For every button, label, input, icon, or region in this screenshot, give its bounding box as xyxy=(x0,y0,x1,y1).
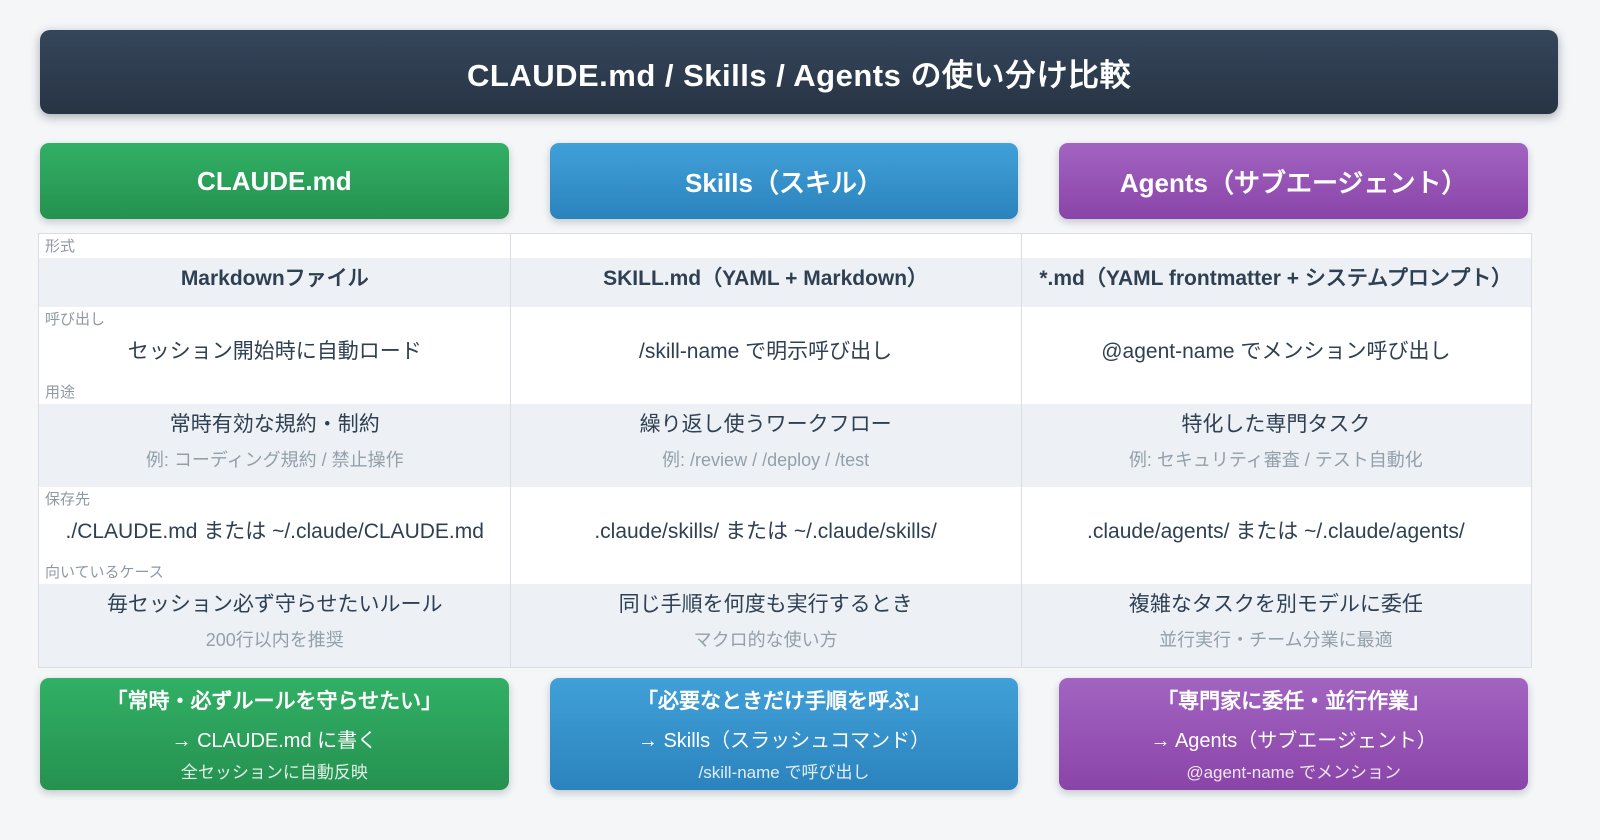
column-header-label: CLAUDE.md xyxy=(197,165,352,196)
table-cell: Markdownファイル xyxy=(39,265,510,292)
row-label: 保存先 xyxy=(45,491,91,508)
table-cell: 常時有効な規約・制約 例: コーディング規約 / 禁止操作 xyxy=(39,411,510,472)
cell-sub: 並行実行・チーム分業に最適 xyxy=(1159,630,1393,650)
cell-main: *.md（YAML frontmatter + システムプロンプト） xyxy=(1039,267,1513,290)
column-divider xyxy=(1020,234,1022,667)
summary-action: → Skills（スラッシュコマンド） xyxy=(637,730,931,752)
row-body: セッション開始時に自動ロード /skill-name で明示呼び出し @agen… xyxy=(39,331,1531,380)
cell-main: @agent-name でメンション呼び出し xyxy=(1101,340,1451,363)
cell-main: Markdownファイル xyxy=(180,267,369,290)
cell-main: SKILL.md（YAML + Markdown） xyxy=(603,267,929,290)
row-label: 向いているケース xyxy=(45,564,164,581)
cell-main: セッション開始時に自動ロード xyxy=(127,340,422,363)
table-row-invocation: 呼び出し セッション開始時に自動ロード /skill-name で明示呼び出し … xyxy=(39,307,1531,380)
column-header-agents: Agents（サブエージェント） xyxy=(1059,143,1529,219)
cell-main: 複雑なタスクを別モデルに委任 xyxy=(1128,593,1423,616)
title-banner: CLAUDE.md / Skills / Agents の使い分け比較 xyxy=(40,30,1558,114)
summary-title: 「常時・必ずルールを守らせたい」 xyxy=(106,690,443,713)
table-cell: *.md（YAML frontmatter + システムプロンプト） xyxy=(1021,265,1531,292)
table-row-suited-case: 向いているケース 毎セッション必ず守らせたいルール 200行以内を推奨 同じ手順… xyxy=(39,560,1531,667)
table-cell: 繰り返し使うワークフロー 例: /review / /deploy / /tes… xyxy=(510,411,1020,472)
summary-note: @agent-name でメンション xyxy=(1186,763,1402,782)
summary-cards-row: 「常時・必ずルールを守らせたい」 → CLAUDE.md に書く 全セッションに… xyxy=(40,678,1529,790)
column-header-label: Agents（サブエージェント） xyxy=(1119,167,1468,198)
comparison-table: 形式 Markdownファイル SKILL.md（YAML + Markdown… xyxy=(38,233,1532,668)
row-label: 用途 xyxy=(45,384,76,401)
table-cell: @agent-name でメンション呼び出し xyxy=(1021,338,1531,365)
summary-title: 「必要なときだけ手順を呼ぶ」 xyxy=(637,690,931,713)
cell-main: /skill-name で明示呼び出し xyxy=(638,340,893,363)
table-row-usage: 用途 常時有効な規約・制約 例: コーディング規約 / 禁止操作 繰り返し使うワ… xyxy=(39,380,1531,487)
column-header-skills: Skills（スキル） xyxy=(549,143,1019,219)
row-body: ./CLAUDE.md または ~/.claude/CLAUDE.md .cla… xyxy=(39,511,1531,560)
table-cell: 同じ手順を何度も実行するとき マクロ的な使い方 xyxy=(510,591,1020,652)
row-body: Markdownファイル SKILL.md（YAML + Markdown） *… xyxy=(39,258,1531,307)
cell-main: 特化した専門タスク xyxy=(1181,413,1371,436)
cell-main: .claude/skills/ または ~/.claude/skills/ xyxy=(594,520,937,543)
summary-card-agents: 「専門家に委任・並行作業」 → Agents（サブエージェント） @agent-… xyxy=(1059,678,1529,790)
table-cell: ./CLAUDE.md または ~/.claude/CLAUDE.md xyxy=(39,518,510,545)
row-label: 呼び出し xyxy=(45,311,106,328)
table-cell: 毎セッション必ず守らせたいルール 200行以内を推奨 xyxy=(39,591,510,652)
summary-action: → CLAUDE.md に書く xyxy=(171,730,378,752)
cell-sub: 例: /review / /deploy / /test xyxy=(662,450,870,470)
column-header-label: Skills（スキル） xyxy=(685,167,883,198)
page-title: CLAUDE.md / Skills / Agents の使い分け比較 xyxy=(467,57,1131,93)
table-cell: .claude/skills/ または ~/.claude/skills/ xyxy=(510,518,1020,545)
table-cell: セッション開始時に自動ロード xyxy=(39,338,510,365)
cell-main: ./CLAUDE.md または ~/.claude/CLAUDE.md xyxy=(65,520,484,543)
summary-note: 全セッションに自動反映 xyxy=(180,763,368,782)
cell-sub: 例: セキュリティ審査 / テスト自動化 xyxy=(1128,450,1423,470)
column-header-claude-md: CLAUDE.md xyxy=(40,143,509,219)
table-row-storage: 保存先 ./CLAUDE.md または ~/.claude/CLAUDE.md … xyxy=(39,487,1531,560)
cell-main: 繰り返し使うワークフロー xyxy=(639,413,892,436)
cell-main: .claude/agents/ または ~/.claude/agents/ xyxy=(1087,520,1465,543)
cell-sub: マクロ的な使い方 xyxy=(693,630,838,650)
cell-main: 毎セッション必ず守らせたいルール xyxy=(106,593,443,616)
column-headers-row: CLAUDE.md Skills（スキル） Agents（サブエージェント） xyxy=(40,143,1529,219)
summary-action: → Agents（サブエージェント） xyxy=(1150,730,1437,752)
table-cell: .claude/agents/ または ~/.claude/agents/ xyxy=(1021,518,1531,545)
table-cell: 特化した専門タスク 例: セキュリティ審査 / テスト自動化 xyxy=(1021,411,1531,472)
summary-card-claude-md: 「常時・必ずルールを守らせたい」 → CLAUDE.md に書く 全セッションに… xyxy=(40,678,509,790)
cell-sub: 例: コーディング規約 / 禁止操作 xyxy=(145,450,404,470)
summary-card-skills: 「必要なときだけ手順を呼ぶ」 → Skills（スラッシュコマンド） /skil… xyxy=(549,678,1019,790)
cell-main: 常時有効な規約・制約 xyxy=(169,413,380,436)
summary-note: /skill-name で呼び出し xyxy=(698,763,870,782)
table-cell: 複雑なタスクを別モデルに委任 並行実行・チーム分業に最適 xyxy=(1021,591,1531,652)
row-body: 毎セッション必ず守らせたいルール 200行以内を推奨 同じ手順を何度も実行すると… xyxy=(39,584,1531,667)
row-label: 形式 xyxy=(45,238,76,255)
cell-sub: 200行以内を推奨 xyxy=(205,630,344,650)
table-row-format: 形式 Markdownファイル SKILL.md（YAML + Markdown… xyxy=(39,234,1531,307)
cell-main: 同じ手順を何度も実行するとき xyxy=(618,593,913,616)
table-cell: SKILL.md（YAML + Markdown） xyxy=(510,265,1020,292)
summary-title: 「専門家に委任・並行作業」 xyxy=(1157,690,1431,713)
column-divider xyxy=(510,234,512,667)
table-cell: /skill-name で明示呼び出し xyxy=(510,338,1020,365)
row-body: 常時有効な規約・制約 例: コーディング規約 / 禁止操作 繰り返し使うワークフ… xyxy=(39,404,1531,487)
